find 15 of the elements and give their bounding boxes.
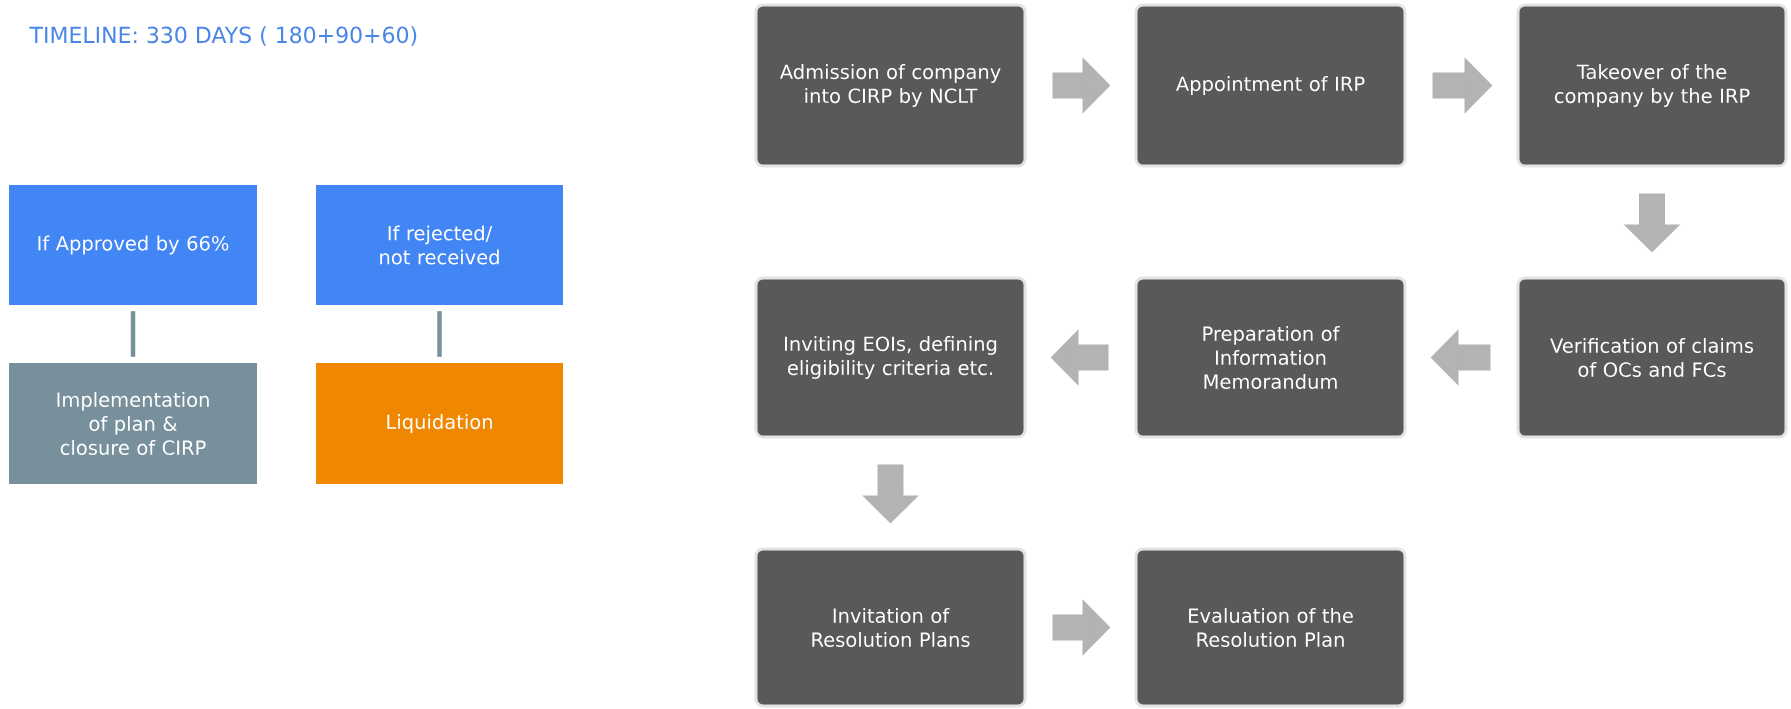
condition-box: If rejected/ not received bbox=[316, 185, 563, 305]
process-box: Invitation of Resolution Plans bbox=[754, 547, 1027, 708]
connector-line bbox=[130, 311, 136, 357]
process-box: Appointment of IRP bbox=[1134, 3, 1407, 168]
condition-box: If Approved by 66% bbox=[9, 185, 257, 305]
process-box: Takeover of the company by the IRP bbox=[1516, 3, 1788, 168]
process-box: Verification of claims of OCs and FCs bbox=[1516, 276, 1788, 439]
title: TIMELINE: 330 DAYS ( 180+90+60) bbox=[29, 26, 417, 46]
process-box: Admission of company into CIRP by NCLT bbox=[754, 3, 1027, 168]
process-box: Preparation of Information Memorandum bbox=[1134, 276, 1407, 439]
process-box: Inviting EOIs, defining eligibility criteria etc. bbox=[754, 276, 1027, 439]
outcome-box: Implementation of plan & closure of CIRP bbox=[9, 363, 257, 484]
connector-line bbox=[437, 311, 442, 357]
outcome-box: Liquidation bbox=[316, 363, 563, 484]
process-box: Evaluation of the Resolution Plan bbox=[1134, 547, 1407, 708]
